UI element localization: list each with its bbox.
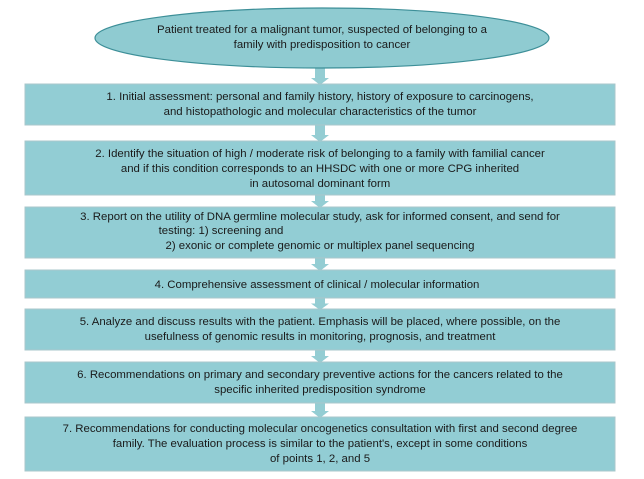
- down-arrow-icon: [311, 125, 329, 142]
- step-line: of points 1, 2, and 5: [270, 453, 370, 465]
- step-7-box: 7. Recommendations for conducting molecu…: [24, 416, 616, 472]
- step-6-box: 6. Recommendations on primary and second…: [24, 361, 616, 404]
- start-node-line: family with predisposition to cancer: [234, 39, 411, 51]
- step-1-box: 1. Initial assessment: personal and fami…: [24, 83, 616, 126]
- step-line: testing: 1) screening and: [159, 225, 284, 237]
- start-node-line: Patient treated for a malignant tumor, s…: [157, 24, 488, 36]
- step-box-shape: [24, 83, 616, 126]
- connector-arrows: [311, 68, 329, 418]
- step-box-shape: [24, 140, 616, 196]
- step-line: 6. Recommendations on primary and second…: [77, 369, 563, 381]
- step-3-box: 3. Report on the utility of DNA germline…: [24, 206, 616, 259]
- step-4-box: 4. Comprehensive assessment of clinical …: [24, 269, 616, 299]
- step-line: 3. Report on the utility of DNA germline…: [80, 211, 560, 223]
- step-line: and histopathologic and molecular charac…: [164, 106, 477, 118]
- step-line: family. The evaluation process is simila…: [113, 438, 528, 450]
- step-line: 2. Identify the situation of high / mode…: [95, 148, 545, 160]
- down-arrow-icon: [311, 350, 329, 363]
- step-line: and if this condition corresponds to an …: [121, 163, 519, 175]
- down-arrow-icon: [311, 298, 329, 310]
- down-arrow-icon: [311, 403, 329, 418]
- step-line: 4. Comprehensive assessment of clinical …: [155, 279, 480, 291]
- step-line: 7. Recommendations for conducting molecu…: [63, 423, 578, 435]
- down-arrow-icon: [311, 258, 329, 271]
- step-box-shape: [24, 416, 616, 472]
- step-box-shape: [24, 269, 616, 299]
- step-line: 5. Analyze and discuss results with the …: [80, 316, 561, 328]
- start-node-shape: [94, 7, 550, 69]
- step-line: specific inherited predisposition syndro…: [214, 384, 425, 396]
- step-box-shape: [24, 361, 616, 404]
- step-line: 1. Initial assessment: personal and fami…: [106, 91, 533, 103]
- step-box-shape: [24, 206, 616, 259]
- down-arrow-icon: [311, 68, 329, 85]
- down-arrow-icon: [311, 195, 329, 208]
- step-line: in autosomal dominant form: [250, 178, 391, 190]
- start-node: Patient treated for a malignant tumor, s…: [94, 7, 550, 69]
- step-box-shape: [24, 308, 616, 351]
- step-line: usefulness of genomic results in monitor…: [145, 331, 497, 343]
- step-5-box: 5. Analyze and discuss results with the …: [24, 308, 616, 351]
- step-2-box: 2. Identify the situation of high / mode…: [24, 140, 616, 196]
- step-line: 2) exonic or complete genomic or multipl…: [166, 240, 475, 252]
